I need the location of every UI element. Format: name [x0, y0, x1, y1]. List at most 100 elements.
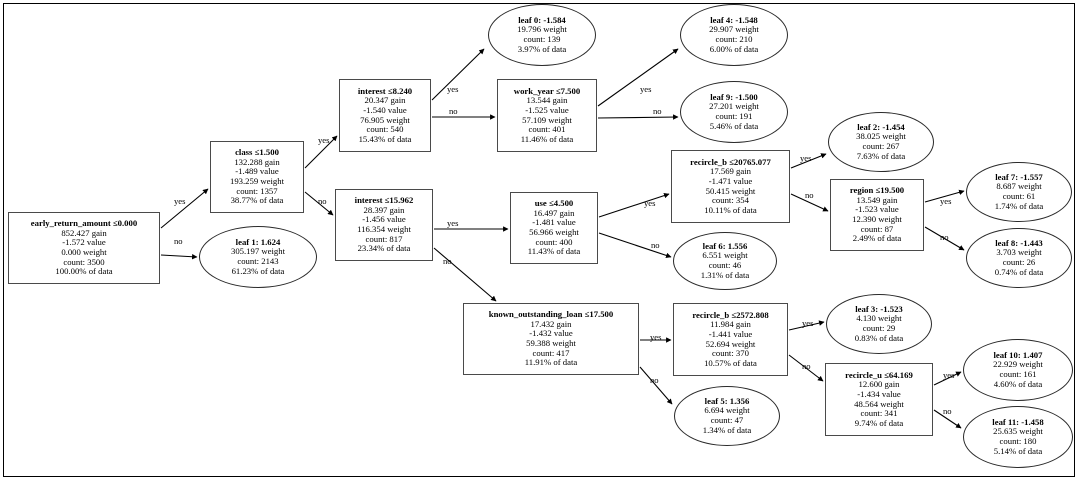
node-header: early_return_amount ≤0.000: [30, 218, 138, 229]
edge-recircle_b1-to-region: [790, 193, 829, 212]
edge-recircle_u-to-leaf10: [933, 371, 962, 386]
node-weight: 193.259 weight: [229, 176, 285, 186]
node-count: count: 47: [710, 415, 744, 425]
node-pct: 100.00% of data: [55, 266, 113, 277]
node-pct: 1.31% of data: [700, 269, 750, 280]
node-header: use ≤4.500: [534, 198, 574, 209]
edge-label-yes-region: yes: [940, 196, 952, 206]
node-weight: 116.354 weight: [357, 224, 411, 234]
node-header: region ≤19.500: [849, 185, 905, 196]
node-header: interest ≤15.962: [354, 195, 414, 206]
node-header: recircle_b ≤20765.077: [690, 156, 771, 167]
edge-label-yes-recircle_b2: yes: [802, 318, 814, 328]
node-header: work_year ≤7.500: [513, 85, 581, 96]
node-value: -1.471 value: [708, 175, 753, 186]
edge-label-yes-interest15: yes: [447, 218, 459, 228]
node-weight: 59.388 weight: [526, 338, 576, 348]
node-header: leaf 8: -1.443: [995, 237, 1043, 248]
node-pct: 7.63% of data: [856, 150, 906, 161]
edge-work_year-to-leaf4: [597, 48, 679, 107]
node-pct: 10.57% of data: [704, 357, 757, 368]
node-count: count: 817: [365, 233, 403, 244]
node-count: count: 400: [535, 236, 573, 247]
node-pct: 1.74% of data: [994, 200, 1044, 211]
node-header: leaf 3: -1.523: [855, 303, 903, 314]
edge-label-no-known_loan: no: [650, 375, 659, 385]
node-pct: 5.14% of data: [993, 445, 1043, 456]
node-gain: 13.544 gain: [526, 95, 568, 106]
edge-recircle_b2-to-leaf3: [788, 320, 825, 331]
node-value: -1.572 value: [62, 237, 106, 248]
node-header: leaf 10: 1.407: [993, 349, 1043, 360]
node-count: count: 2143: [237, 256, 279, 266]
node-gain: 17.569 gain: [709, 166, 752, 177]
node-weight: 38.025 weight: [856, 131, 906, 142]
node-gain: 852.427 gain: [61, 227, 107, 238]
edge-known_loan-to-leaf5: [639, 366, 673, 405]
node-count: count: 46: [708, 260, 742, 270]
node-weight: 52.694 weight: [705, 338, 756, 349]
edge-label-yes-recircle_b1: yes: [800, 153, 812, 163]
node-gain: 132.288 gain: [234, 156, 280, 167]
node-count: count: 1357: [236, 185, 278, 196]
node-pct: 5.46% of data: [709, 120, 759, 131]
edge-class-to-interest15: [304, 191, 334, 216]
node-value: -1.489 value: [235, 166, 279, 177]
node-value: -1.441 value: [708, 328, 753, 339]
node-pct: 0.83% of data: [854, 332, 904, 343]
node-value: -1.432 value: [529, 328, 573, 339]
node-count: count: 540: [366, 124, 404, 135]
edge-region-to-leaf7: [924, 189, 965, 203]
node-pct: 11.46% of data: [520, 133, 574, 144]
node-weight: 0.000 weight: [61, 247, 107, 257]
edge-recircle_u-to-leaf11: [933, 409, 962, 429]
node-header: leaf 1: 1.624: [235, 236, 281, 247]
node-value: -1.525 value: [525, 104, 569, 115]
edge-recircle_b1-to-leaf2: [790, 153, 827, 169]
node-header: interest ≤8.240: [357, 85, 413, 96]
node-pct: 6.00% of data: [709, 43, 759, 54]
node-pct: 3.97% of data: [517, 43, 567, 54]
node-pct: 38.77% of data: [230, 195, 284, 206]
edge-class-to-interest8: [304, 135, 338, 169]
node-gain: 28.397 gain: [363, 204, 405, 215]
edge-root-to-class: [160, 188, 209, 229]
node-count: count: 370: [712, 348, 749, 359]
edge-label-yes-interest8: yes: [447, 84, 459, 94]
node-count: count: 139: [523, 34, 561, 44]
node-weight: 48.564 weight: [854, 398, 904, 409]
edge-label-yes-use: yes: [644, 198, 656, 208]
node-count: count: 417: [532, 347, 570, 358]
node-weight: 76.905 weight: [360, 114, 410, 125]
node-gain: 13.549 gain: [856, 194, 898, 205]
edge-label-no-interest8: no: [449, 106, 458, 116]
edge-interest15-to-known_loan: [433, 247, 497, 302]
edge-interest8-to-leaf0: [431, 48, 485, 101]
node-count: count: 3500: [63, 256, 105, 267]
node-weight: 3.703 weight: [996, 247, 1042, 258]
edge-label-yes-recircle_u: yes: [943, 370, 955, 380]
node-count: count: 210: [715, 34, 753, 44]
node-pct: 11.43% of data: [527, 246, 581, 257]
node-weight: 56.966 weight: [529, 227, 579, 237]
edge-label-no-recircle_b2: no: [802, 361, 811, 371]
node-header: leaf 5: 1.356: [704, 395, 750, 406]
node-header: leaf 2: -1.454: [857, 121, 905, 132]
edge-label-yes-work_year: yes: [640, 84, 652, 94]
node-weight: 4.130 weight: [856, 313, 902, 324]
edge-label-no-region: no: [940, 232, 949, 242]
node-header: leaf 6: 1.556: [702, 240, 748, 251]
